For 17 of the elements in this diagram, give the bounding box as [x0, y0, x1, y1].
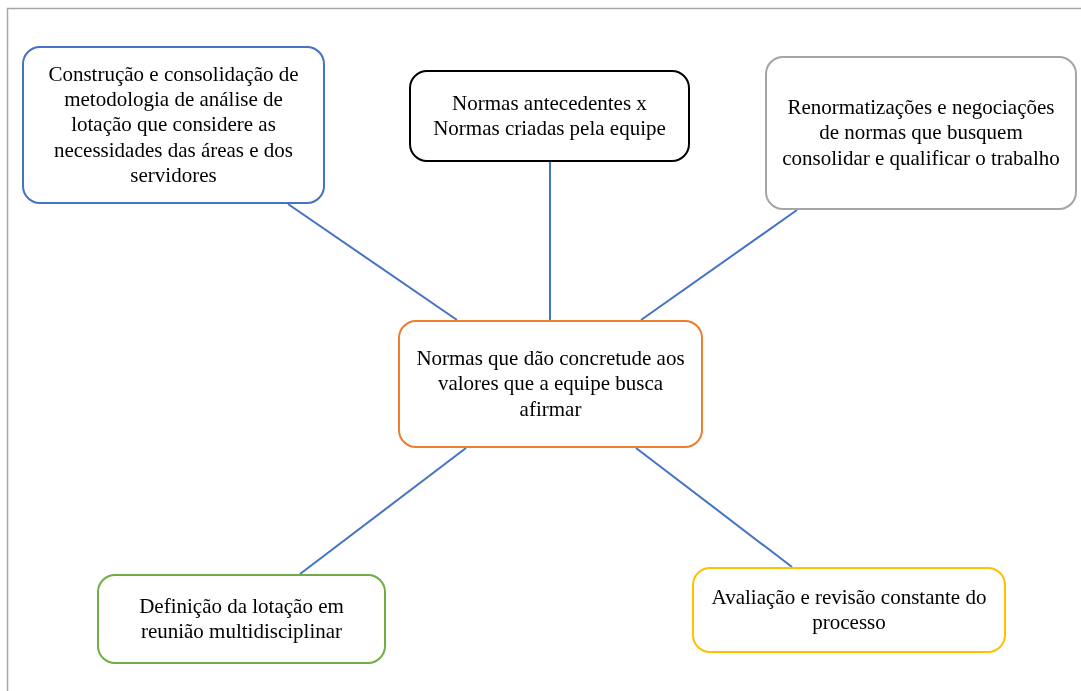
box-text: Definição da lotação em reunião multidisciplinar [138, 593, 345, 645]
box-text: Avaliação e revisão constante do processo [710, 584, 988, 636]
box-text: Normas antecedentes x Normas criadas pela equipe [432, 90, 667, 142]
rounded-box [22, 46, 325, 204]
rounded-box [409, 70, 690, 162]
connector-line [299, 447, 467, 575]
connector-line [549, 161, 551, 321]
rounded-box [97, 574, 386, 664]
box-text: Normas que dão concretude aos valores que a equipe busca afirmar [415, 346, 686, 422]
connector-line [287, 203, 458, 321]
box-text: Renormatizações e negociações de normas que busquem consolidar e qualificar o trabalho [781, 95, 1061, 171]
connector-line [640, 209, 798, 321]
rounded-box [692, 567, 1006, 653]
box-text: Construção e consolidação de metodologia de análise de lotação que considere as necessidades das áreas e dos servidores [47, 62, 300, 188]
rounded-box [765, 56, 1077, 210]
rounded-box [398, 320, 703, 448]
connector-line [635, 447, 793, 568]
